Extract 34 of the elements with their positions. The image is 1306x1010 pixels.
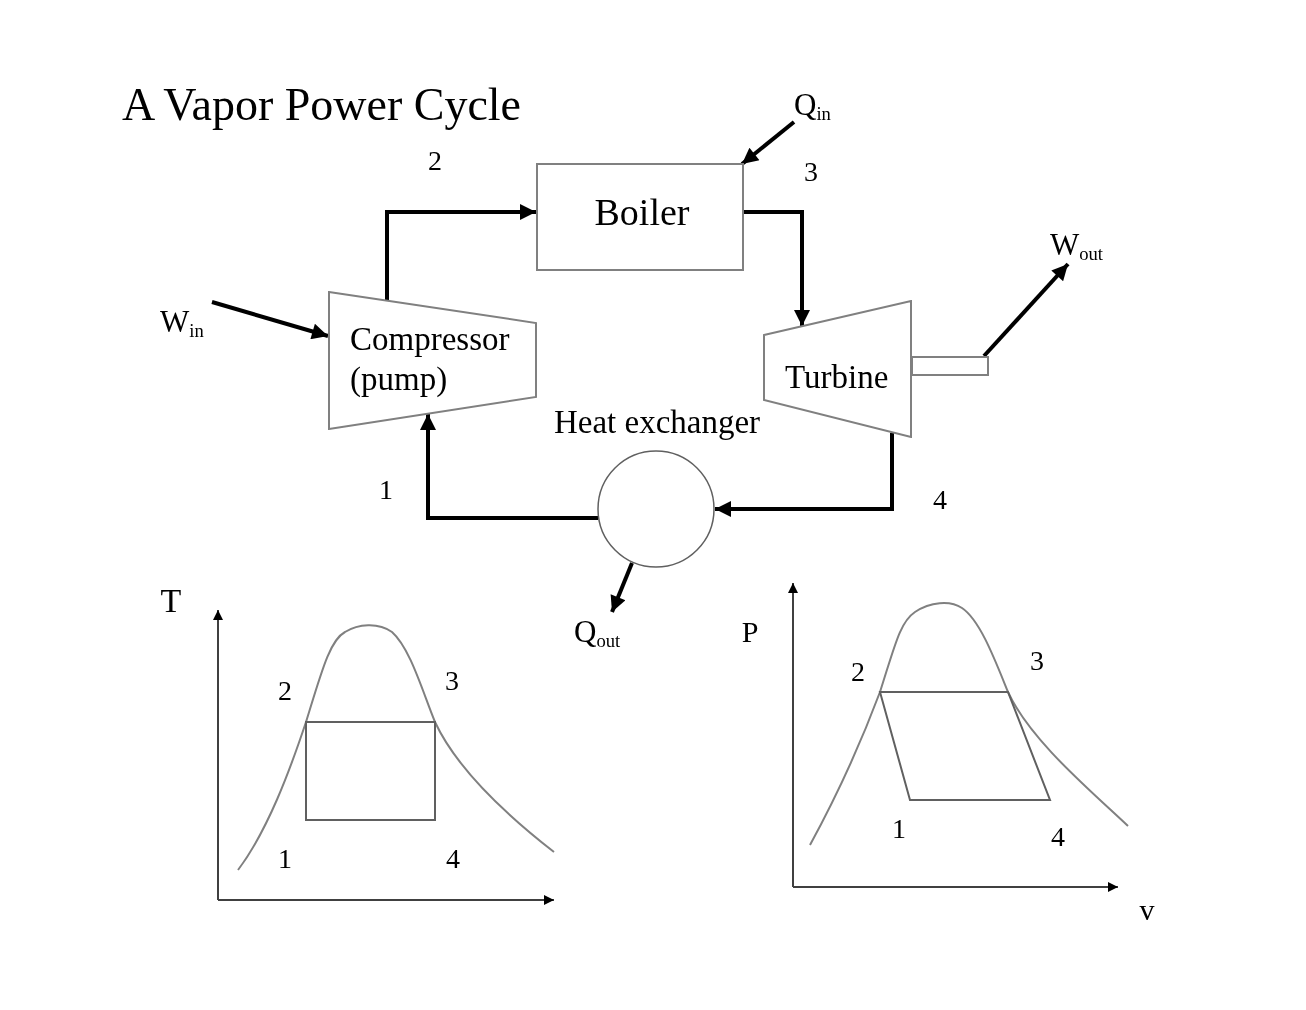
arrow (211, 300, 329, 340)
axis-label: T (160, 584, 182, 618)
node-label: Compressor (pump) (350, 320, 511, 399)
arrow (610, 562, 634, 613)
turbine-shaft (911, 356, 989, 376)
state-number: 1 (379, 476, 393, 504)
state-number: 4 (446, 845, 460, 873)
diagram-title: A Vapor Power Cycle (122, 82, 522, 128)
boiler-box (536, 163, 744, 271)
heat-input-label: Q$_{in}$ (794, 86, 842, 124)
state-number: 3 (804, 158, 818, 186)
work-output-label: W$_{out}$ (1050, 226, 1114, 264)
state-number: 3 (1030, 647, 1044, 675)
node-label: Boiler (593, 190, 691, 234)
flow-arrow (744, 210, 810, 326)
node-label: Turbine (785, 360, 890, 394)
state-number: 1 (278, 845, 292, 873)
flow-arrow (385, 204, 536, 300)
state-number: 2 (278, 677, 292, 705)
state-number: 4 (933, 486, 947, 514)
state-number: 2 (428, 147, 442, 175)
heat-output-label: Q$_{out}$ (574, 612, 632, 652)
axis-label: P (741, 617, 759, 647)
state-number: 4 (1051, 823, 1065, 851)
state-number: 3 (445, 667, 459, 695)
node-label: Heat exchanger (552, 404, 762, 440)
arrow (982, 262, 1070, 358)
axis-label: v (1139, 895, 1155, 925)
state-number: 2 (851, 658, 865, 686)
flow-arrow (420, 414, 598, 520)
state-number: 1 (892, 815, 906, 843)
work-input-label: W$_{in}$ (160, 302, 212, 342)
arrow (740, 120, 796, 166)
flow-arrow (715, 433, 894, 517)
